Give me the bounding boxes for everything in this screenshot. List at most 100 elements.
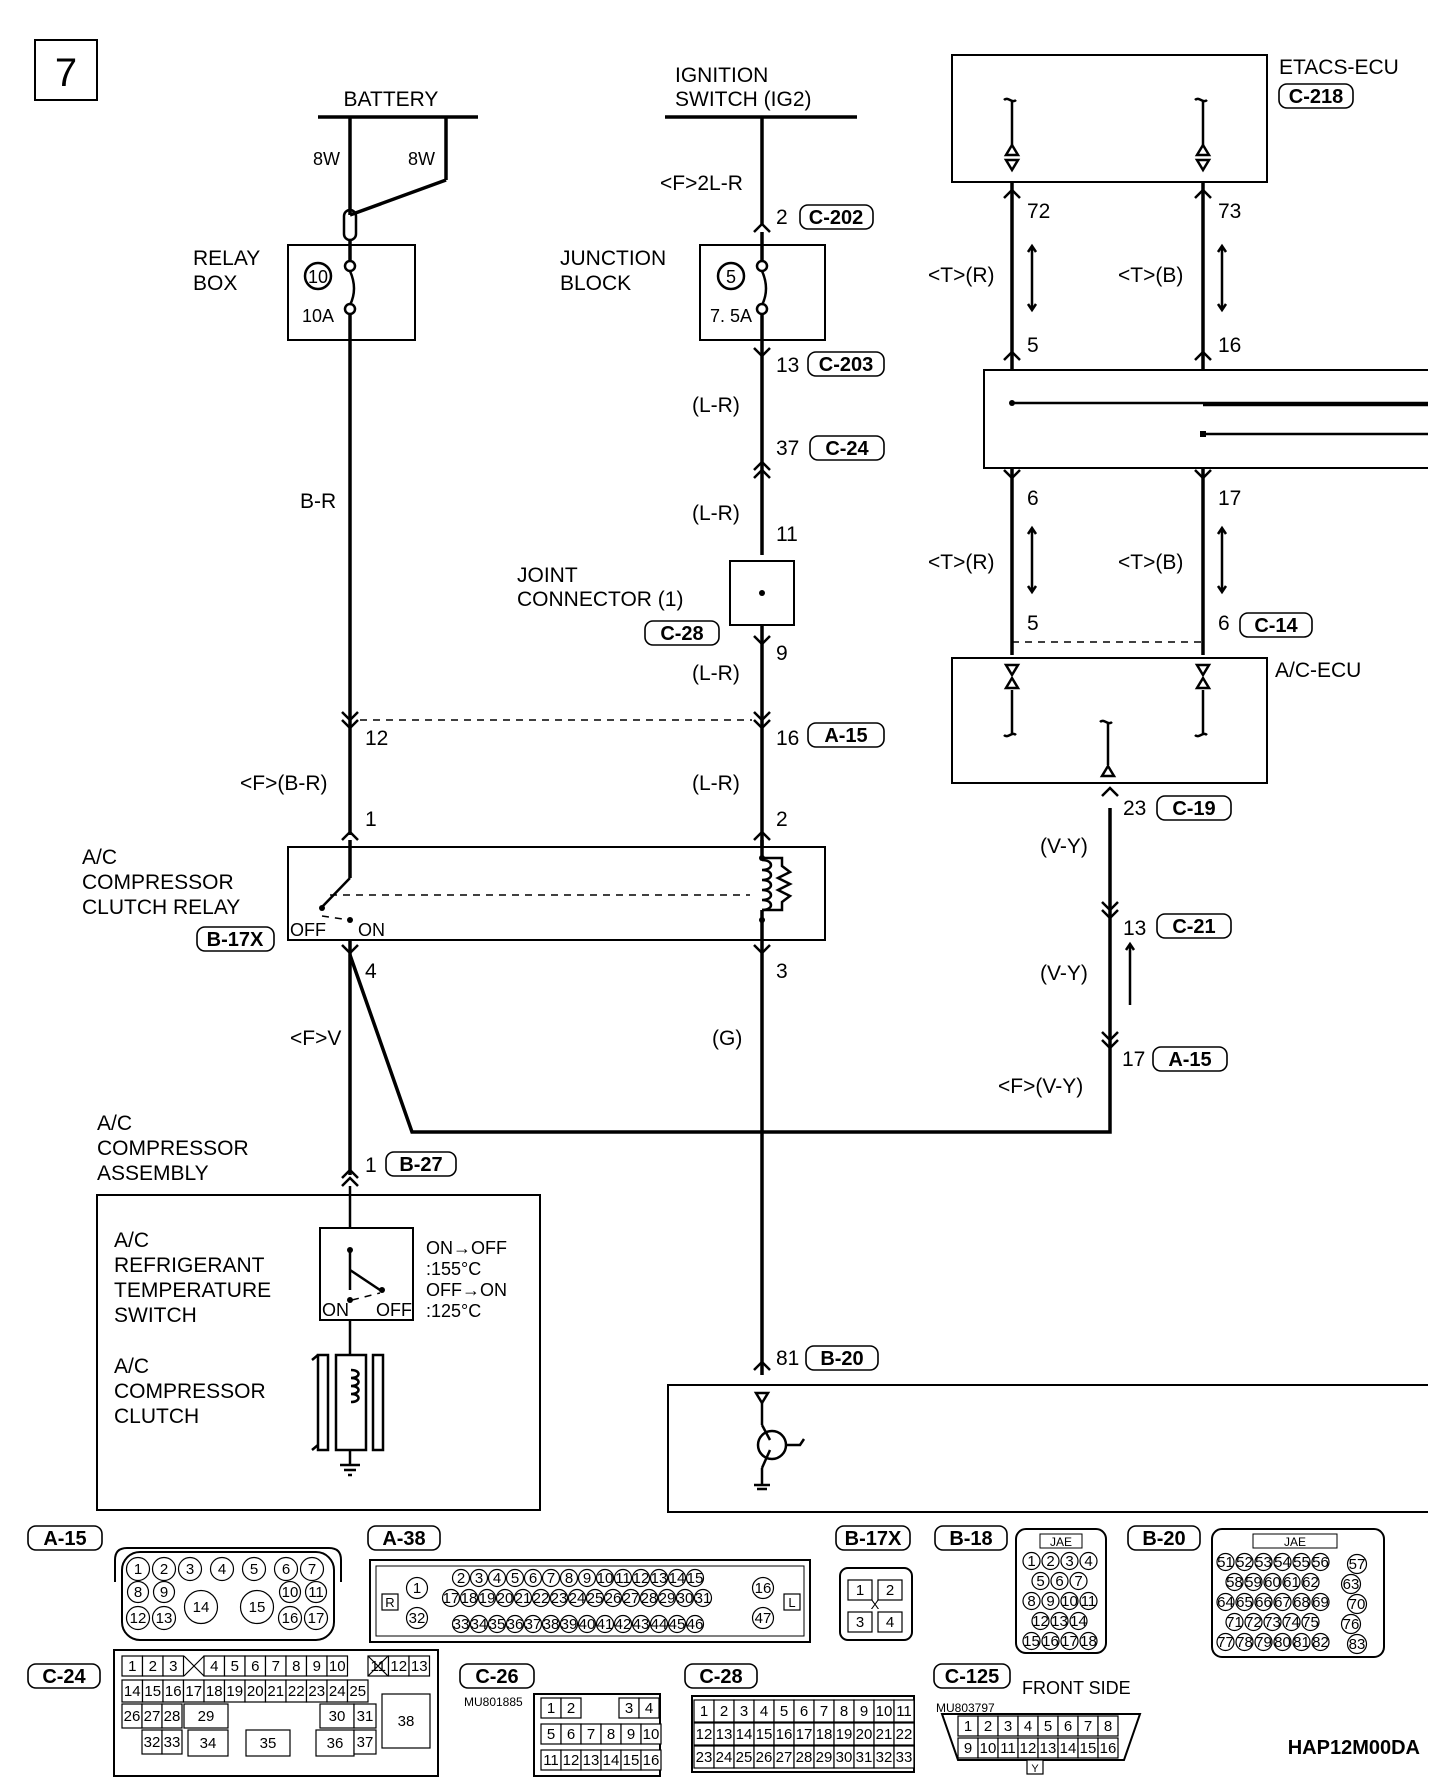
pin-6: 6: [1064, 1718, 1072, 1735]
pin-cell: [381, 1693, 431, 1749]
pin-46: 46: [687, 1616, 704, 1633]
pin-16: 16: [776, 1726, 793, 1743]
pin-15: 15: [623, 1752, 640, 1769]
pin-17: 17: [308, 1610, 325, 1627]
pin-cell: [241, 1556, 267, 1582]
wire-label-g: (G): [712, 1027, 742, 1050]
pin-16-a15: 16: [776, 727, 799, 750]
pin-17-a15: 17: [1122, 1048, 1145, 1071]
pin-20: 20: [247, 1683, 264, 1700]
wire-label-vy-1: (V-Y): [1040, 835, 1088, 858]
signal-arrow-icon: [1026, 243, 1038, 313]
pin-cell: [595, 1614, 615, 1634]
refrigerant-temp-switch: [319, 1227, 414, 1321]
pin-cell: [1273, 1632, 1292, 1652]
pin-cell: [523, 1568, 543, 1588]
pin-cell: [405, 1576, 429, 1600]
pin-52: 52: [1236, 1554, 1253, 1571]
pin-9: 9: [860, 1703, 868, 1720]
pin-23: 23: [308, 1683, 325, 1700]
pin-32: 32: [876, 1749, 893, 1766]
pin-cell: [751, 1576, 775, 1600]
conn-c19: C-19: [1172, 798, 1215, 820]
a38-tag: A-38: [382, 1528, 425, 1550]
b20-jae: JAE: [1284, 1535, 1306, 1549]
pin-12: 12: [1032, 1613, 1049, 1630]
tag-c202: [799, 204, 874, 230]
pin-16: 16: [282, 1610, 299, 1627]
pin-5: 5: [1044, 1718, 1052, 1735]
pin-15: 15: [1080, 1740, 1097, 1757]
pin-cell: [1041, 1631, 1060, 1651]
pin-39: 39: [561, 1616, 578, 1633]
pin-17: 17: [1061, 1633, 1078, 1650]
pin-69: 69: [1312, 1594, 1329, 1611]
pin-12: 12: [1020, 1740, 1037, 1757]
pin-cell: [505, 1614, 525, 1634]
pin-cell: [1031, 1611, 1050, 1631]
pin-8: 8: [565, 1570, 573, 1587]
pin-cell: [1060, 1591, 1079, 1611]
pin-41: 41: [597, 1616, 614, 1633]
pin-cell: [1292, 1632, 1311, 1652]
wire-label-lr-1: (L-R): [692, 394, 740, 417]
pin-cell: [567, 1588, 587, 1608]
pin-cell: [1244, 1612, 1263, 1632]
pin-3: 3: [186, 1561, 194, 1578]
wire-label-vy-2: (V-Y): [1040, 962, 1088, 985]
pin-cell: [603, 1588, 623, 1608]
pin-14: 14: [736, 1726, 753, 1743]
c24-tag: C-24: [42, 1666, 86, 1688]
pin-2-c202: 2: [776, 206, 788, 229]
pin-18: 18: [1080, 1633, 1097, 1650]
pin-cell: [353, 1729, 377, 1755]
relay-label-1: A/C: [82, 846, 117, 869]
pin-cell: [560, 1697, 582, 1719]
pin-cell: [469, 1614, 489, 1634]
pin-9: 9: [313, 1658, 321, 1675]
pin-7: 7: [820, 1703, 828, 1720]
pin-5: 5: [1036, 1573, 1044, 1590]
pin-35: 35: [260, 1735, 277, 1752]
pin-61: 61: [1283, 1574, 1300, 1591]
pin-cell: [299, 1556, 325, 1582]
pin-6: 6: [1027, 487, 1039, 510]
pin-16: 16: [165, 1683, 182, 1700]
pin-3: 3: [776, 960, 788, 983]
pin-cell: [675, 1588, 695, 1608]
pin-cell: [1041, 1551, 1060, 1571]
rts-label-3: TEMPERATURE: [114, 1279, 271, 1302]
pin-8: 8: [292, 1658, 300, 1675]
pin-cell: [893, 1699, 915, 1723]
pin-22: 22: [533, 1590, 550, 1607]
pin-cell: [751, 1606, 775, 1630]
pin-cell: [1282, 1612, 1301, 1632]
conn-b17x: B-17X: [207, 929, 264, 951]
page-number-box: [34, 39, 98, 101]
wire-label-fv: <F>V: [290, 1027, 341, 1050]
rts-spec-2: :155°C: [426, 1259, 481, 1279]
pin-cell: [640, 1749, 662, 1771]
pin-4: 4: [1084, 1553, 1092, 1570]
pin-cell: [278, 1580, 302, 1604]
pin-16: 16: [643, 1752, 660, 1769]
pin-51: 51: [1217, 1554, 1234, 1571]
pin-cell: [161, 1729, 183, 1755]
pin-5: 5: [250, 1561, 258, 1578]
wire-label-tb-1: <T>(B): [1118, 264, 1183, 287]
pin-2: 2: [567, 1700, 575, 1717]
pin-cell: [1346, 1593, 1368, 1615]
pin-16-etacs: 16: [1218, 334, 1241, 357]
pin-12: 12: [696, 1726, 713, 1743]
pin-cell: [585, 1588, 605, 1608]
pin-cell: [1235, 1552, 1254, 1572]
rts-label-4: SWITCH: [114, 1304, 197, 1327]
pin-8: 8: [134, 1584, 142, 1601]
pin-7: 7: [308, 1561, 316, 1578]
ground-icon: [340, 1463, 360, 1477]
pin-7: 7: [547, 1570, 555, 1587]
pin-cell: [161, 1703, 183, 1729]
pin-21: 21: [876, 1726, 893, 1743]
pin-cell: [1340, 1613, 1362, 1635]
pin-30: 30: [329, 1708, 346, 1725]
